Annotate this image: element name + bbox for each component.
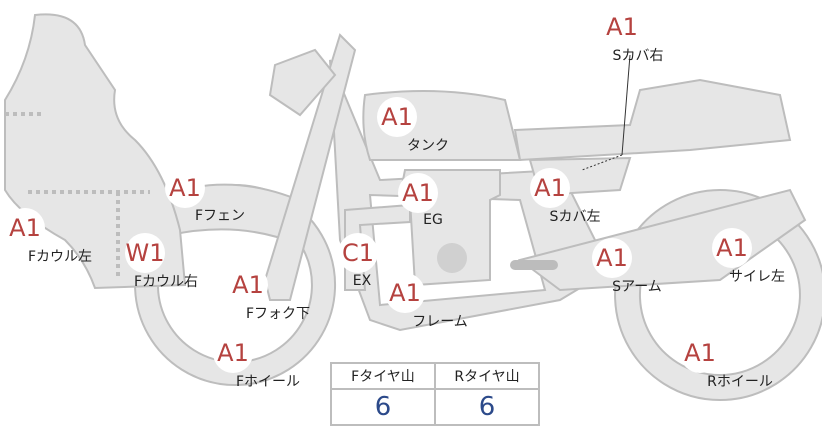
part-label: EX	[352, 273, 372, 289]
part-label: サイレ左	[729, 269, 785, 285]
seat	[513, 78, 792, 162]
fork	[263, 33, 357, 301]
part-label: Fフェン	[194, 208, 246, 224]
part-label: フレーム	[412, 314, 468, 330]
grade-badge: A1	[5, 208, 45, 248]
grade-badge: A1	[398, 173, 438, 213]
part-label: Fフォク下	[245, 306, 311, 322]
grade-badge: C1	[338, 233, 378, 273]
part-label: Sカバ左	[549, 209, 601, 225]
part-label: Fカウル右	[133, 274, 199, 290]
grade-badge: A1	[712, 228, 752, 268]
grade-badge: A1	[385, 273, 425, 313]
grade-badge: A1	[602, 7, 642, 47]
part-label: Rホイール	[707, 374, 773, 390]
headlight	[268, 48, 337, 117]
part-label: Sアーム	[612, 279, 662, 295]
grade-badge: A1	[530, 168, 570, 208]
rear-tire-header: Rタイヤ山	[434, 362, 540, 390]
part-label: Fカウル左	[27, 249, 93, 265]
grade-badge: W1	[125, 233, 165, 273]
part-label: Fホイール	[235, 374, 301, 390]
part-label: EG	[423, 212, 443, 228]
rear-tire-value: 6	[434, 388, 540, 426]
grade-badge: A1	[377, 97, 417, 137]
grade-badge: A1	[680, 333, 720, 373]
front-tire-header: Fタイヤ山	[330, 362, 436, 390]
part-label: タンク	[407, 138, 449, 154]
grade-badge: A1	[228, 265, 268, 305]
part-label: Sカバ右	[612, 48, 664, 64]
grade-badge: A1	[165, 168, 205, 208]
grade-badge: A1	[213, 333, 253, 373]
fairing	[4, 13, 187, 290]
front-tire-value: 6	[330, 388, 436, 426]
grade-badge: A1	[592, 238, 632, 278]
